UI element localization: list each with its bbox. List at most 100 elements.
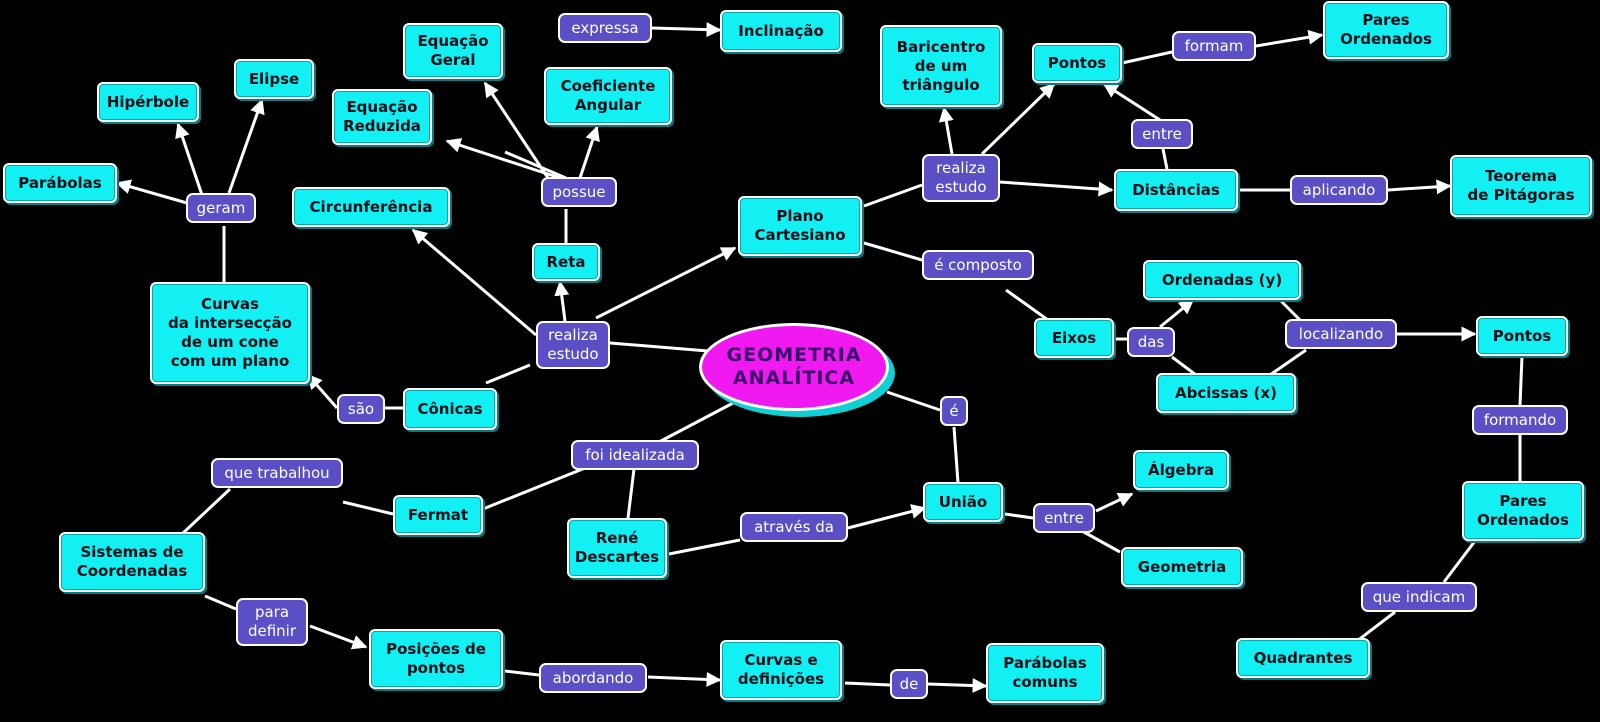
connector-line [1004, 512, 1034, 520]
connector-line [306, 373, 339, 409]
concept-fermat[interactable]: Fermat [393, 495, 483, 535]
connector-line [1269, 348, 1307, 377]
concept-pares-ordenados[interactable]: Pares Ordenados [1323, 1, 1449, 59]
connector-line [204, 594, 237, 611]
link-expressa[interactable]: expressa [558, 13, 652, 43]
connector-line [180, 487, 232, 536]
concept-equacao-geral[interactable]: Equação Geral [403, 23, 503, 79]
concept-pontos[interactable]: Pontos [1032, 43, 1122, 83]
link-formam[interactable]: formam [1172, 31, 1256, 61]
connector-line [952, 426, 960, 484]
concept-algebra[interactable]: Álgebra [1133, 450, 1229, 490]
connector-line [863, 241, 923, 262]
concept-ordenadas-y[interactable]: Ordenadas (y) [1143, 260, 1301, 300]
connector-line [504, 669, 540, 677]
concept-pontos-localizados[interactable]: Pontos [1476, 316, 1568, 356]
connector-line [411, 228, 537, 337]
concept-geometria[interactable]: Geometria [1121, 547, 1243, 587]
connector-line [1102, 82, 1161, 122]
link-possue[interactable]: possue [541, 177, 617, 207]
connector-line [1278, 298, 1302, 322]
link-sao[interactable]: são [337, 394, 385, 424]
connector-line [980, 82, 1056, 156]
connector-line [1171, 355, 1197, 377]
concept-rene-descartes[interactable]: René Descartes [567, 518, 667, 578]
concept-posicoes-de-pontos[interactable]: Posições de pontos [369, 629, 503, 689]
link-localizando[interactable]: localizando [1285, 319, 1397, 349]
connector-line [647, 671, 722, 687]
connector-line [1255, 29, 1324, 48]
connector-line [1387, 179, 1452, 195]
concept-reta[interactable]: Reta [532, 243, 600, 281]
concept-teorema-de-pitagoras[interactable]: Teorema de Pitágoras [1450, 155, 1592, 217]
link-realiza-estudo-reta[interactable]: realiza estudo [536, 321, 610, 369]
connector-line [482, 466, 586, 511]
connector-line [1081, 529, 1121, 554]
concept-elipse[interactable]: Elipse [234, 59, 314, 99]
connector-line [847, 504, 927, 530]
link-de[interactable]: de [890, 669, 928, 699]
link-e-composto[interactable]: é composto [922, 250, 1034, 280]
connector-line [626, 468, 636, 519]
connector-line [668, 538, 741, 556]
concept-pares-ordenados-quadrantes[interactable]: Pares Ordenados [1462, 481, 1584, 541]
connector-line [938, 106, 954, 155]
connector-line [115, 179, 195, 207]
link-foi-idealizada[interactable]: foi idealizada [571, 440, 699, 470]
concept-circunferencia[interactable]: Circunferência [292, 187, 450, 227]
connector-line [844, 681, 891, 687]
connector-line [445, 138, 561, 180]
connector-line [504, 150, 567, 180]
connector-line [1518, 355, 1524, 406]
link-que-trabalhou[interactable]: que trabalhou [211, 458, 343, 488]
concept-uniao[interactable]: União [923, 482, 1003, 522]
concept-hiperbole[interactable]: Hipérbole [97, 82, 199, 122]
concept-parabolas[interactable]: Parábolas [3, 163, 117, 203]
connector-line [483, 81, 550, 179]
connector-line [1121, 50, 1173, 65]
connector-line [609, 341, 721, 354]
link-entre-pontos[interactable]: entre [1131, 119, 1193, 149]
connector-line [886, 390, 941, 412]
concept-eixos[interactable]: Eixos [1034, 318, 1114, 358]
connector-line [485, 363, 531, 385]
concept-curvas-e-definicoes[interactable]: Curvas e definições [720, 640, 842, 700]
concept-quadrantes[interactable]: Quadrantes [1236, 638, 1370, 678]
link-geram[interactable]: geram [186, 193, 256, 223]
connector-line [1442, 540, 1477, 583]
link-aplicando[interactable]: aplicando [1290, 175, 1388, 205]
link-que-indicam[interactable]: que indicam [1361, 582, 1477, 612]
concept-coeficiente-angular[interactable]: Coeficiente Angular [544, 67, 672, 125]
link-realiza-estudo-plano[interactable]: realiza estudo [922, 154, 1000, 202]
connector-line [309, 624, 368, 650]
connector-line [554, 280, 570, 322]
link-formando[interactable]: formando [1472, 405, 1568, 435]
concept-equacao-reduzida[interactable]: Equação Reduzida [332, 89, 432, 145]
link-atraves-da[interactable]: através da [740, 512, 848, 542]
connector-line [1161, 148, 1169, 170]
concept-abcissas-x[interactable]: Abcissas (x) [1156, 373, 1296, 413]
link-para-definir[interactable]: para definir [236, 598, 308, 646]
connector-line [1159, 298, 1195, 329]
connector-line [1095, 492, 1134, 513]
connector-line [1005, 288, 1049, 322]
link-das[interactable]: das [1127, 327, 1175, 357]
concept-sistemas-de-coordenadas[interactable]: Sistemas de Coordenadas [59, 532, 205, 592]
connector-line [999, 180, 1114, 197]
concept-distancias[interactable]: Distâncias [1114, 169, 1238, 211]
connector-line [863, 183, 923, 208]
link-abordando[interactable]: abordando [539, 663, 647, 693]
concept-plano-cartesiano[interactable]: Plano Cartesiano [738, 196, 862, 256]
link-entre-algebra-geometria[interactable]: entre [1033, 503, 1095, 533]
link-e[interactable]: é [940, 396, 968, 426]
connector-line [342, 500, 394, 516]
concept-baricentro-triangulo[interactable]: Baricentro de um triângulo [880, 25, 1002, 107]
central-topic-geometria-analitica[interactable]: GEOMETRIA ANALÍTICA [699, 323, 889, 411]
concept-inclinacao[interactable]: Inclinação [720, 10, 842, 52]
connector-line [651, 22, 722, 38]
concept-parabolas-comuns[interactable]: Parábolas comuns [986, 643, 1104, 703]
concept-curvas-interseccao-cone[interactable]: Curvas da intersecção de um cone com um … [150, 282, 310, 384]
connector-line [227, 98, 265, 194]
concept-conicas[interactable]: Cônicas [403, 388, 497, 430]
connector-line [927, 678, 988, 694]
